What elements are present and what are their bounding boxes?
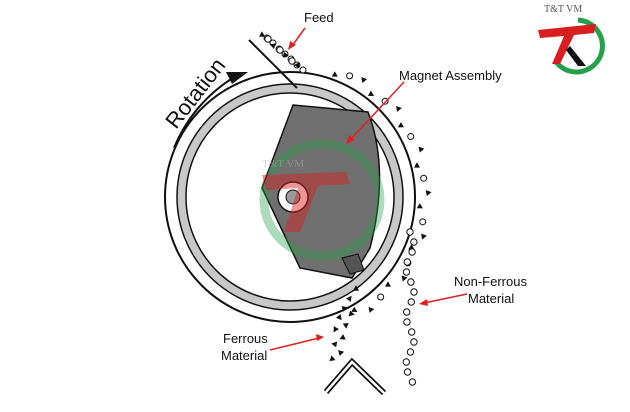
ferrous-particle xyxy=(335,314,342,321)
non-ferrous-particle xyxy=(402,268,411,276)
watermark-letter xyxy=(262,172,350,232)
feed-pointer-line xyxy=(291,27,306,47)
shaft-core xyxy=(285,189,301,205)
non-ferrous-particle xyxy=(410,288,418,296)
surface-ferrous-particle xyxy=(401,275,408,282)
surface-ferrous-particle xyxy=(418,146,425,153)
feed-pointer-head xyxy=(288,41,296,50)
magnet-assembly xyxy=(261,104,381,279)
magnet-assembly-label: Magnet Assembly xyxy=(399,68,502,83)
magnet-edge-pole xyxy=(341,253,365,275)
rotation-arc xyxy=(173,75,237,149)
feed-nonferrous-particle xyxy=(264,35,272,43)
surface-nonferrous-particle xyxy=(377,293,385,301)
logo-red-letter xyxy=(538,24,596,64)
splitter-outer xyxy=(323,357,387,396)
non-ferrous-particle xyxy=(403,318,411,326)
surface-ferrous-particle xyxy=(368,306,375,313)
feed-label: Feed xyxy=(304,10,334,25)
ferrous-label-line1: Ferrous xyxy=(223,331,268,346)
non-ferrous-particle xyxy=(402,358,410,366)
feed-nonferrous-particle xyxy=(288,57,296,65)
magnet-pointer-line xyxy=(349,81,405,141)
surface-ferrous-particle xyxy=(425,190,432,197)
feed-chute xyxy=(248,31,307,89)
ferrous-pointer-line xyxy=(269,337,320,351)
ferrous-stream xyxy=(329,285,359,362)
feed-nonferrous-particle xyxy=(276,46,284,54)
surface-ferrous-particle xyxy=(413,162,420,168)
surface-ferrous-particle xyxy=(397,122,404,128)
ferrous-particle xyxy=(338,350,345,357)
surface-nonferrous-particle xyxy=(407,133,415,141)
ferrous-label-line2: Material xyxy=(221,348,267,363)
feed-nonferrous-particle xyxy=(299,66,307,74)
non-ferrous-particle xyxy=(407,328,416,336)
ferrous-particle xyxy=(342,323,349,329)
ferrous-particle xyxy=(348,310,355,317)
non-ferrous-pointer-line xyxy=(423,293,468,304)
surface-nonferrous-particle xyxy=(420,174,428,182)
non-ferrous-particle xyxy=(402,308,411,316)
ferrous-pointer-head xyxy=(316,334,324,341)
feed-ferrous-particle xyxy=(294,62,300,69)
ferrous-particle xyxy=(339,334,346,340)
surface-ferrous-particle xyxy=(367,90,375,96)
non-ferrous-particle xyxy=(410,238,418,246)
splitter-inner xyxy=(325,360,385,394)
ferrous-particle xyxy=(353,285,359,291)
non-ferrous-pointer-head xyxy=(419,299,428,306)
watermark-text: T&T VM xyxy=(262,158,304,170)
non-ferrous-stream xyxy=(402,228,418,386)
brand-logo: T&T VM xyxy=(538,4,605,75)
watermark-ring xyxy=(259,139,385,261)
pointer-arrows xyxy=(269,27,468,351)
drum-shaft xyxy=(277,181,309,213)
non-ferrous-label-line2: Material xyxy=(468,291,514,306)
ferrous-particle xyxy=(329,355,336,362)
surface-ferrous-particle xyxy=(416,203,423,209)
surface-ferrous-particle xyxy=(331,71,338,77)
non-ferrous-particle xyxy=(406,348,415,356)
rotation-arrowhead xyxy=(226,72,248,84)
non-ferrous-particle xyxy=(408,378,417,386)
surface-ferrous-particle xyxy=(384,281,391,287)
ferrous-particle xyxy=(331,341,338,348)
magnet-pointer-head xyxy=(346,135,355,144)
non-ferrous-particle xyxy=(406,228,414,236)
non-ferrous-particle xyxy=(407,298,415,306)
non-ferrous-particle xyxy=(403,368,412,376)
surface-ferrous-particle xyxy=(396,105,402,113)
ferrous-particle xyxy=(345,295,352,302)
chute-line xyxy=(248,39,298,89)
surface-ferrous-particle xyxy=(361,77,368,84)
feed-particles xyxy=(259,31,307,74)
surface-nonferrous-particle xyxy=(419,218,427,226)
non-ferrous-particle xyxy=(410,338,418,346)
surface-ferrous-particle xyxy=(421,233,427,240)
surface-ferrous-particle xyxy=(351,306,358,313)
watermark: T&T VM xyxy=(259,139,385,261)
logo-black-stroke xyxy=(566,46,586,66)
non-ferrous-particle xyxy=(403,258,411,266)
feed-ferrous-particle xyxy=(259,31,265,37)
ferrous-particle xyxy=(341,306,348,312)
ferrous-particle xyxy=(333,326,339,333)
feed-ferrous-particle xyxy=(270,43,277,50)
non-ferrous-label-line1: Non-Ferrous xyxy=(454,274,527,289)
surface-nonferrous-particle xyxy=(346,72,354,80)
feed-ferrous-particle xyxy=(282,51,289,58)
non-ferrous-particle xyxy=(407,278,415,286)
logo-text: T&T VM xyxy=(544,4,582,15)
surface-ferrous-particle xyxy=(408,244,415,250)
non-ferrous-particle xyxy=(408,248,416,256)
